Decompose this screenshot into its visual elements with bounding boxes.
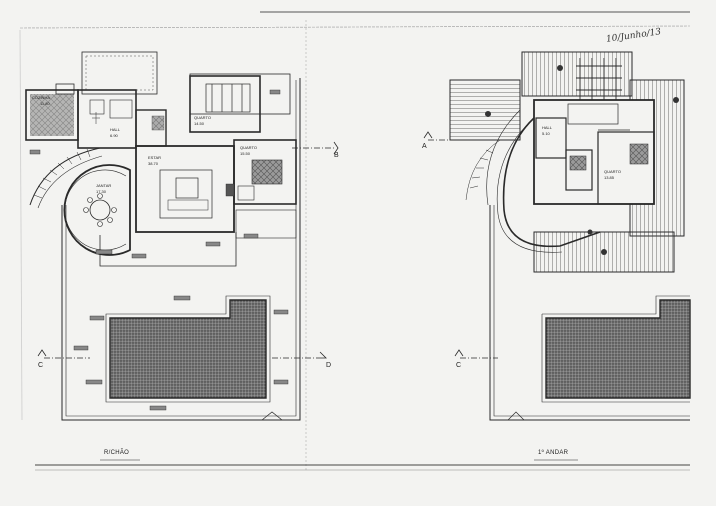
label-quarto-upper-area: 13.85 <box>604 175 615 180</box>
upper-section-lines <box>423 131 498 359</box>
upper-roof-top <box>521 51 633 97</box>
section-marker-b: B <box>334 152 339 159</box>
ground-bedroom-1 <box>189 75 261 133</box>
label-estar-area: 38.70 <box>148 161 159 166</box>
label-estar: ESTAR <box>148 155 162 160</box>
section-marker-c-right: C <box>456 362 462 369</box>
upper-bath <box>565 149 593 191</box>
ground-hall <box>77 89 137 149</box>
label-cozinha: COZINHA <box>32 95 50 100</box>
label-hall-area: 6.90 <box>110 133 118 138</box>
section-marker-a: A <box>422 143 427 150</box>
label-quarto-1: QUARTO <box>194 115 211 120</box>
ground-section-lines <box>37 141 339 359</box>
ground-pool <box>109 299 267 399</box>
ground-plot-boundary-inner <box>65 80 297 417</box>
label-hall-upper: HALL <box>542 125 553 130</box>
ground-floor-plan <box>25 51 301 421</box>
ground-rug <box>159 169 213 219</box>
dining-table <box>89 199 111 221</box>
ground-pergola <box>81 51 158 95</box>
label-hall-upper-area: 5.10 <box>542 131 550 136</box>
label-quarto-2: QUARTO <box>240 145 257 150</box>
title-upper-floor: 1º ANDAR <box>538 450 569 456</box>
upper-curved-terrace <box>502 117 601 248</box>
ground-curved-stair <box>29 147 101 206</box>
ground-dining-room <box>63 164 131 256</box>
upper-hall <box>535 117 567 159</box>
left-edge <box>19 29 23 421</box>
section-marker-d: D <box>326 362 332 369</box>
upper-bedroom <box>597 131 655 205</box>
label-cozinha-area: 11.80 <box>40 101 50 106</box>
label-hall: HALL <box>110 127 121 132</box>
upper-floor-plan <box>449 51 691 421</box>
upper-roof-left <box>449 79 521 141</box>
label-jantar: JANTAR <box>96 183 112 188</box>
title-ground-floor: R/CHÃO <box>104 450 130 456</box>
section-marker-c-left: C <box>38 362 44 369</box>
upper-pool <box>545 299 691 399</box>
label-quarto-2-area: 15.50 <box>240 151 251 156</box>
ground-plot-boundary <box>61 78 301 421</box>
label-quarto-upper: QUARTO <box>604 169 621 174</box>
top-rule-2 <box>19 25 691 29</box>
label-jantar-area: 17.30 <box>96 189 107 194</box>
label-quarto-1-area: 14.50 <box>194 121 205 126</box>
